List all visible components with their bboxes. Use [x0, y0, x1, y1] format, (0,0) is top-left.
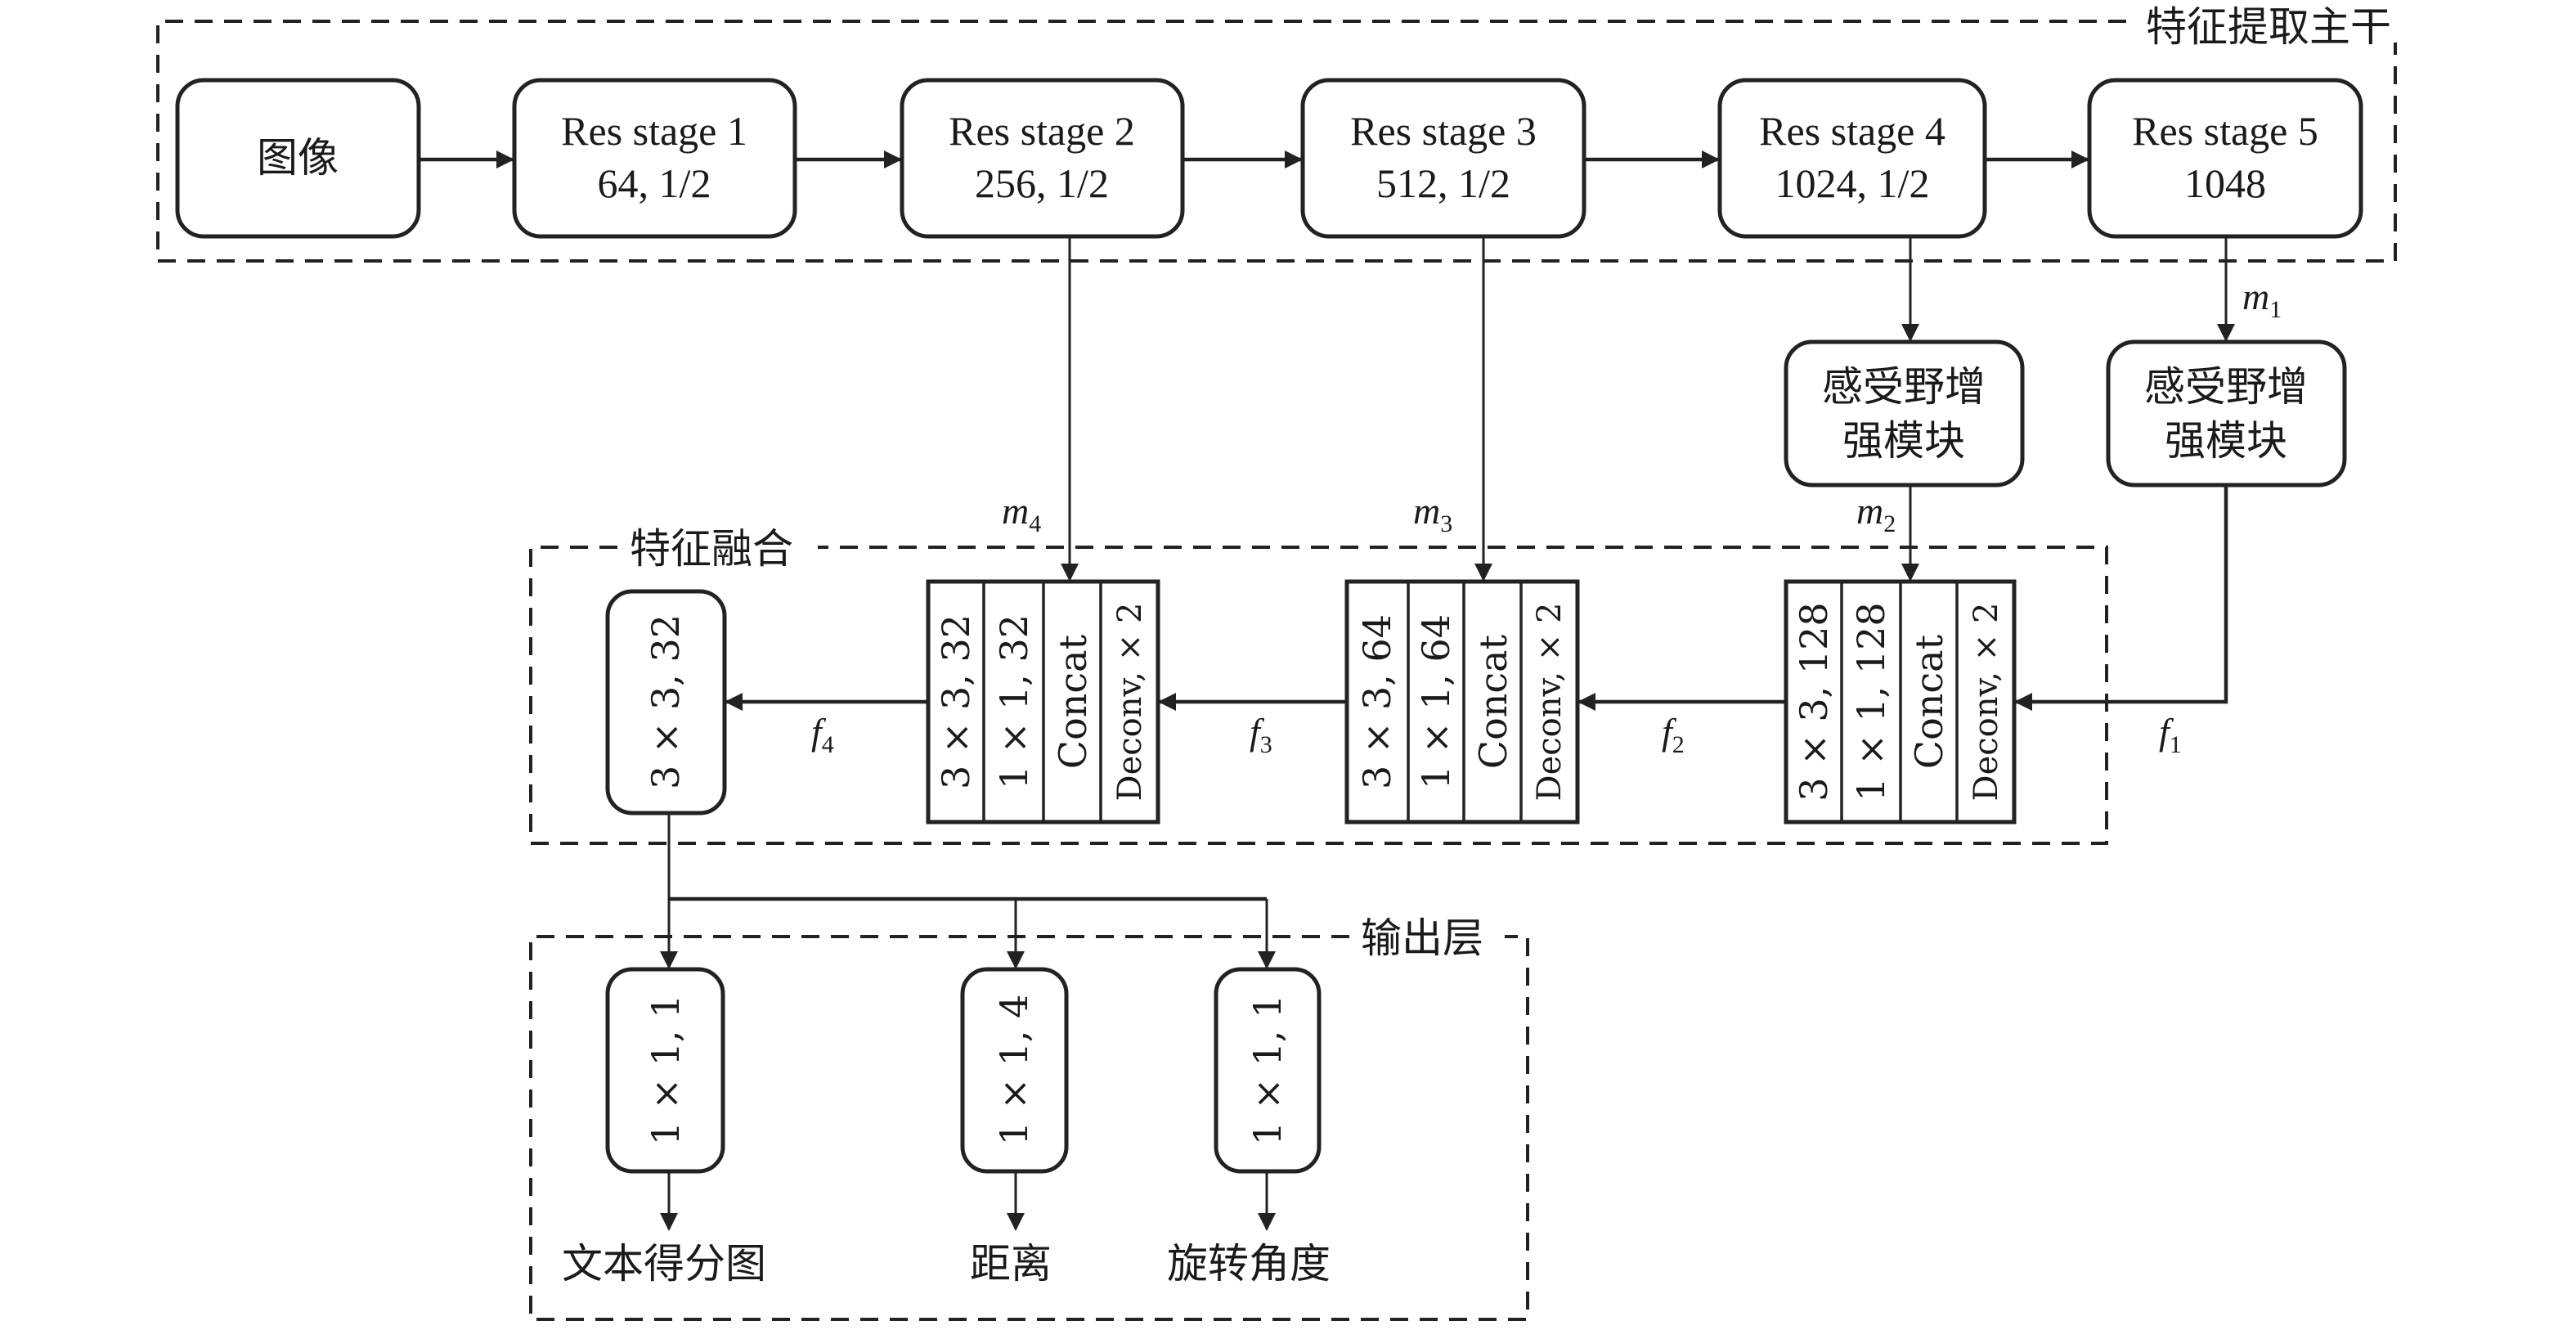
res-stage-4-name: Res stage 4: [1759, 108, 1945, 154]
fusion-block-64: [1344, 579, 1580, 825]
res-stage-3-name: Res stage 3: [1350, 108, 1537, 154]
signal-m3-label: m3: [1413, 490, 1452, 537]
fusion-final-conv-label: 3 × 3, 32: [644, 614, 688, 789]
output-dashed-border: [529, 935, 1529, 1321]
res-stage-4-detail: 1024, 1/2: [1775, 160, 1930, 206]
block-64-concat: Concat: [1471, 634, 1515, 769]
block-64-deconv: Deconv, × 2: [1531, 603, 1568, 802]
score-head-box: [605, 967, 725, 1174]
res-stage-2-box: [900, 78, 1185, 239]
backbone-group: 特征提取主干 图像 Res stage 1 64, 1/2 Res stage …: [156, 3, 2397, 263]
output-group: 输出层 1 × 1, 1 1 × 1, 4 1 × 1, 1 文本得分图 距离 …: [529, 813, 1529, 1321]
angle-head-conv: 1 × 1, 1: [1245, 995, 1290, 1146]
fusion-title: 特征融合: [630, 525, 793, 573]
signal-f3-label: f3: [1250, 711, 1272, 758]
res-stage-3-detail: 512, 1/2: [1376, 160, 1510, 206]
rfe-module-1-line2: 强模块: [1842, 417, 1965, 465]
block-128-deconv: Deconv, × 2: [1968, 603, 2005, 802]
rotation-angle-label: 旋转角度: [1167, 1240, 1331, 1287]
score-map-label: 文本得分图: [562, 1240, 766, 1287]
rfe-module-1-line1: 感受野增: [1822, 363, 1986, 411]
fusion-final-conv-box: [605, 589, 727, 816]
block-32-concat: Concat: [1051, 634, 1095, 769]
input-image-label: 图像: [257, 134, 339, 182]
res-stage-5-name: Res stage 5: [2132, 108, 2318, 154]
fusion-group: 特征融合 m4 m3 m2 f1 3 × 3, 128 1 × 1, 128 C…: [529, 236, 2228, 845]
block-64-conv3: 3 × 3, 64: [1355, 614, 1399, 789]
output-title: 输出层: [1361, 914, 1483, 962]
signal-f2-label: f2: [1662, 711, 1685, 758]
res-stage-2-detail: 256, 1/2: [975, 160, 1109, 206]
signal-m1-label: m1: [2242, 276, 2282, 323]
signal-m2-label: m2: [1856, 490, 1896, 537]
rfe-module-2-line2: 强模块: [2165, 417, 2287, 465]
signal-f1-label: f1: [2159, 711, 2182, 758]
res-stage-2-name: Res stage 2: [949, 108, 1135, 154]
score-head-conv: 1 × 1, 1: [644, 995, 688, 1146]
block-64-conv1: 1 × 1, 64: [1414, 614, 1458, 789]
block-128-concat: Concat: [1907, 634, 1951, 769]
backbone-dashed-border: [156, 20, 2397, 263]
res-stage-1-detail: 64, 1/2: [598, 160, 711, 206]
res-stage-1-name: Res stage 1: [561, 108, 747, 154]
distance-label: 距离: [970, 1240, 1052, 1287]
signal-f4-label: f4: [811, 711, 834, 758]
signal-m4-label: m4: [1002, 490, 1041, 537]
block-32-conv3: 3 × 3, 32: [934, 614, 978, 789]
res-stage-1-box: [512, 78, 797, 239]
res-stage-4-box: [1717, 78, 1987, 239]
res-stage-3-box: [1300, 78, 1586, 239]
backbone-title: 特征提取主干: [2146, 3, 2391, 51]
arrow-rfe2-to-block3: [2014, 485, 2228, 711]
block-32-deconv: Deconv, × 2: [1111, 603, 1149, 802]
fusion-dashed-border: [529, 546, 2108, 845]
res-stage-5-box: [2087, 78, 2363, 239]
rfe-module-1-box: [1784, 339, 2025, 488]
block-128-conv1: 1 × 1, 128: [1849, 602, 1893, 801]
res-stage-5-detail: 1048: [2184, 160, 2266, 206]
distance-head-conv: 1 × 1, 4: [992, 995, 1036, 1146]
rfe-module-2-line1: 感受野增: [2144, 363, 2308, 411]
block-128-conv3: 3 × 3, 128: [1792, 602, 1836, 801]
block-32-conv1: 1 × 1, 32: [992, 614, 1036, 789]
rfe-group: m1 感受野增 强模块 感受野增 强模块: [1784, 236, 2347, 488]
